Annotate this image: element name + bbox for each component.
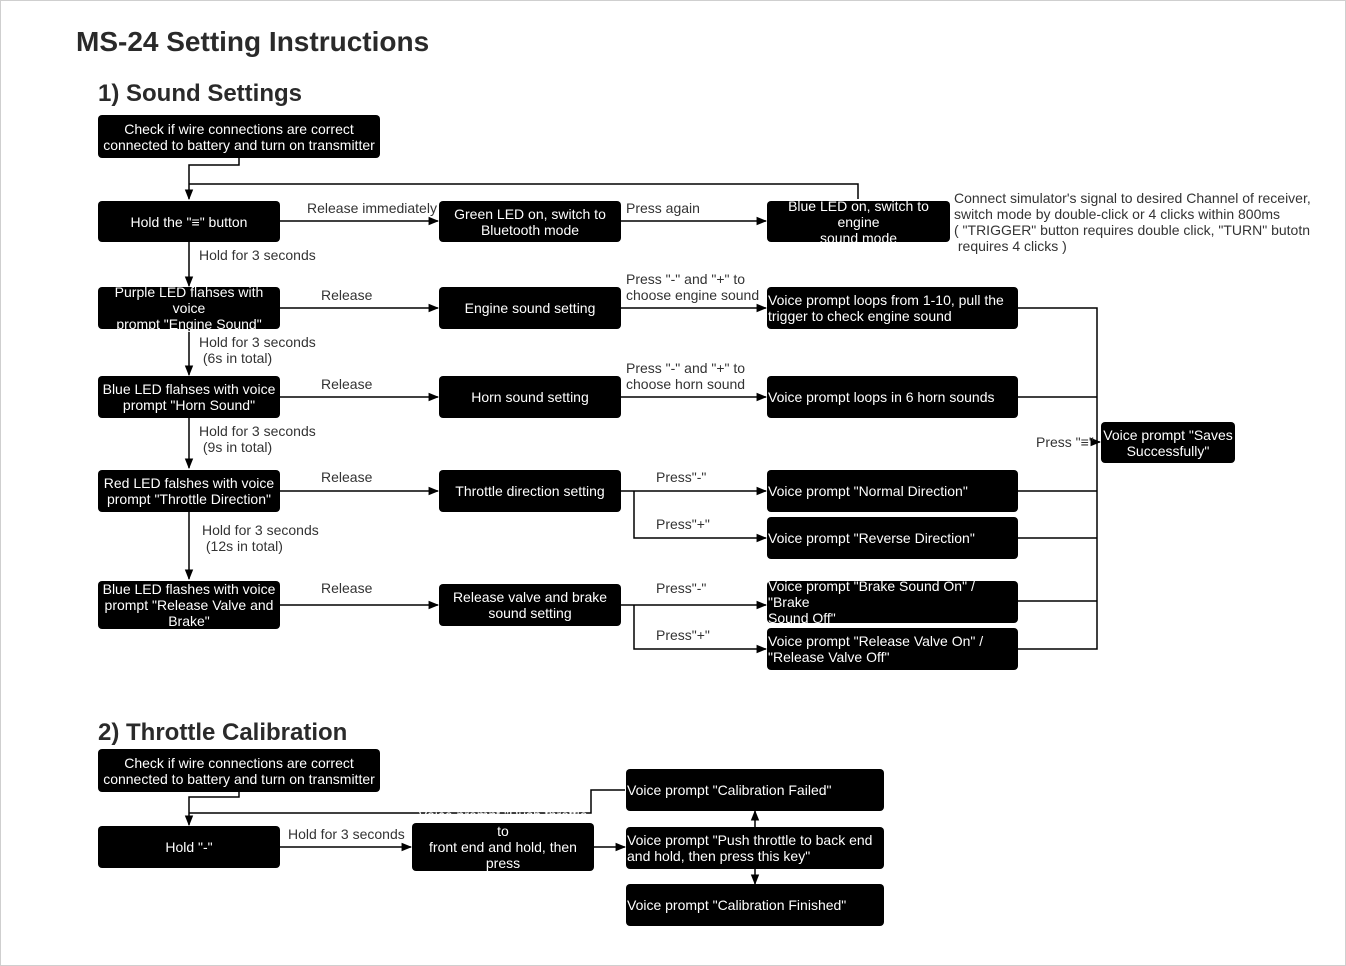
cal-push-front-prompt: Voice prompt "Push throttle to front end… <box>412 807 594 887</box>
section-throttle-calibration: 2) Throttle Calibration <box>98 719 348 746</box>
throttle-direction-setting: Throttle direction setting <box>439 470 621 512</box>
label-cal-hold-3s: Hold for 3 seconds <box>288 826 405 842</box>
label-press-minus-throttle: Press"-" <box>656 469 707 485</box>
purple-led-engine-sound: Purple LED flahses with voice prompt "En… <box>98 284 280 332</box>
label-hold-3s: Hold for 3 seconds <box>199 247 316 263</box>
edge-start-to-hold <box>184 157 240 201</box>
cal-hold-minus: Hold "-" <box>98 826 280 868</box>
label-press-plus-valve: Press"+" <box>656 627 710 643</box>
edge-throttle-to-reverse <box>633 491 768 543</box>
simulator-note: Connect simulator's signal to desired Ch… <box>954 190 1311 254</box>
edge-cal-failed-loop <box>189 789 625 814</box>
release-valve-prompt: Voice prompt "Release Valve On" / "Relea… <box>767 628 1018 670</box>
section-sound-settings: 1) Sound Settings <box>98 80 302 107</box>
engine-sound-setting: Engine sound setting <box>439 287 621 329</box>
brake-sound-prompt: Voice prompt "Brake Sound On" / "Brake S… <box>767 578 1018 626</box>
label-release-valve: Release <box>321 580 373 596</box>
edge-bus <box>1018 307 1098 650</box>
label-release-horn: Release <box>321 376 373 392</box>
label-hold-9s: Hold for 3 seconds (9s in total) <box>199 423 316 455</box>
edge-valveset-to-valveonoff <box>633 605 768 654</box>
label-release-engine: Release <box>321 287 373 303</box>
cal-failed-prompt: Voice prompt "Calibration Failed" <box>626 769 884 811</box>
label-press-minus-valve: Press"-" <box>656 580 707 596</box>
label-press-again: Press again <box>626 200 700 216</box>
label-press-plus-throttle: Press"+" <box>656 516 710 532</box>
label-hold-12s: Hold for 3 seconds (12s in total) <box>202 522 319 554</box>
cal-push-back-prompt: Voice prompt "Push throttle to back end … <box>626 827 884 869</box>
reverse-direction-prompt: Voice prompt "Reverse Direction" <box>767 517 1018 559</box>
label-press-menu: Press "≡" <box>1036 434 1094 450</box>
label-horn-keys: Press "-" and "+" to choose horn sound <box>626 360 746 392</box>
horn-loop-prompt: Voice prompt loops in 6 horn sounds <box>767 376 1018 418</box>
saves-successfully-prompt: Voice prompt "Saves Successfully" <box>1101 422 1235 463</box>
green-led-bluetooth: Green LED on, switch to Bluetooth mode <box>439 201 621 242</box>
cal-start-check-wires: Check if wire connections are correct co… <box>98 749 380 792</box>
label-release-immediately: Release immediately <box>307 200 437 216</box>
horn-sound-setting: Horn sound setting <box>439 376 621 418</box>
normal-direction-prompt: Voice prompt "Normal Direction" <box>767 470 1018 512</box>
page-title: MS-24 Setting Instructions <box>76 26 430 57</box>
start-check-wires: Check if wire connections are correct co… <box>98 115 380 158</box>
release-valve-setting: Release valve and brake sound setting <box>439 584 621 626</box>
engine-loop-prompt: Voice prompt loops from 1-10, pull the t… <box>767 287 1018 329</box>
red-led-throttle-direction: Red LED falshes with voice prompt "Throt… <box>98 470 280 512</box>
label-release-throttle: Release <box>321 469 373 485</box>
label-hold-6s: Hold for 3 seconds (6s in total) <box>199 334 316 366</box>
label-engine-keys: Press "-" and "+" to choose engine sound <box>626 271 760 303</box>
blue-led-engine-mode: Blue LED on, switch to engine sound mode <box>767 198 950 246</box>
hold-menu-button: Hold the "≡" button <box>98 201 280 242</box>
edge-bluetooth-loop <box>189 183 859 199</box>
edge-cal-start-to-hold <box>184 791 240 827</box>
blue-led-horn-sound: Blue LED flahses with voice prompt "Horn… <box>98 376 280 418</box>
blue-led-release-valve: Blue LED flashes with voice prompt "Rele… <box>98 581 280 629</box>
cal-finished-prompt: Voice prompt "Calibration Finished" <box>626 884 884 926</box>
